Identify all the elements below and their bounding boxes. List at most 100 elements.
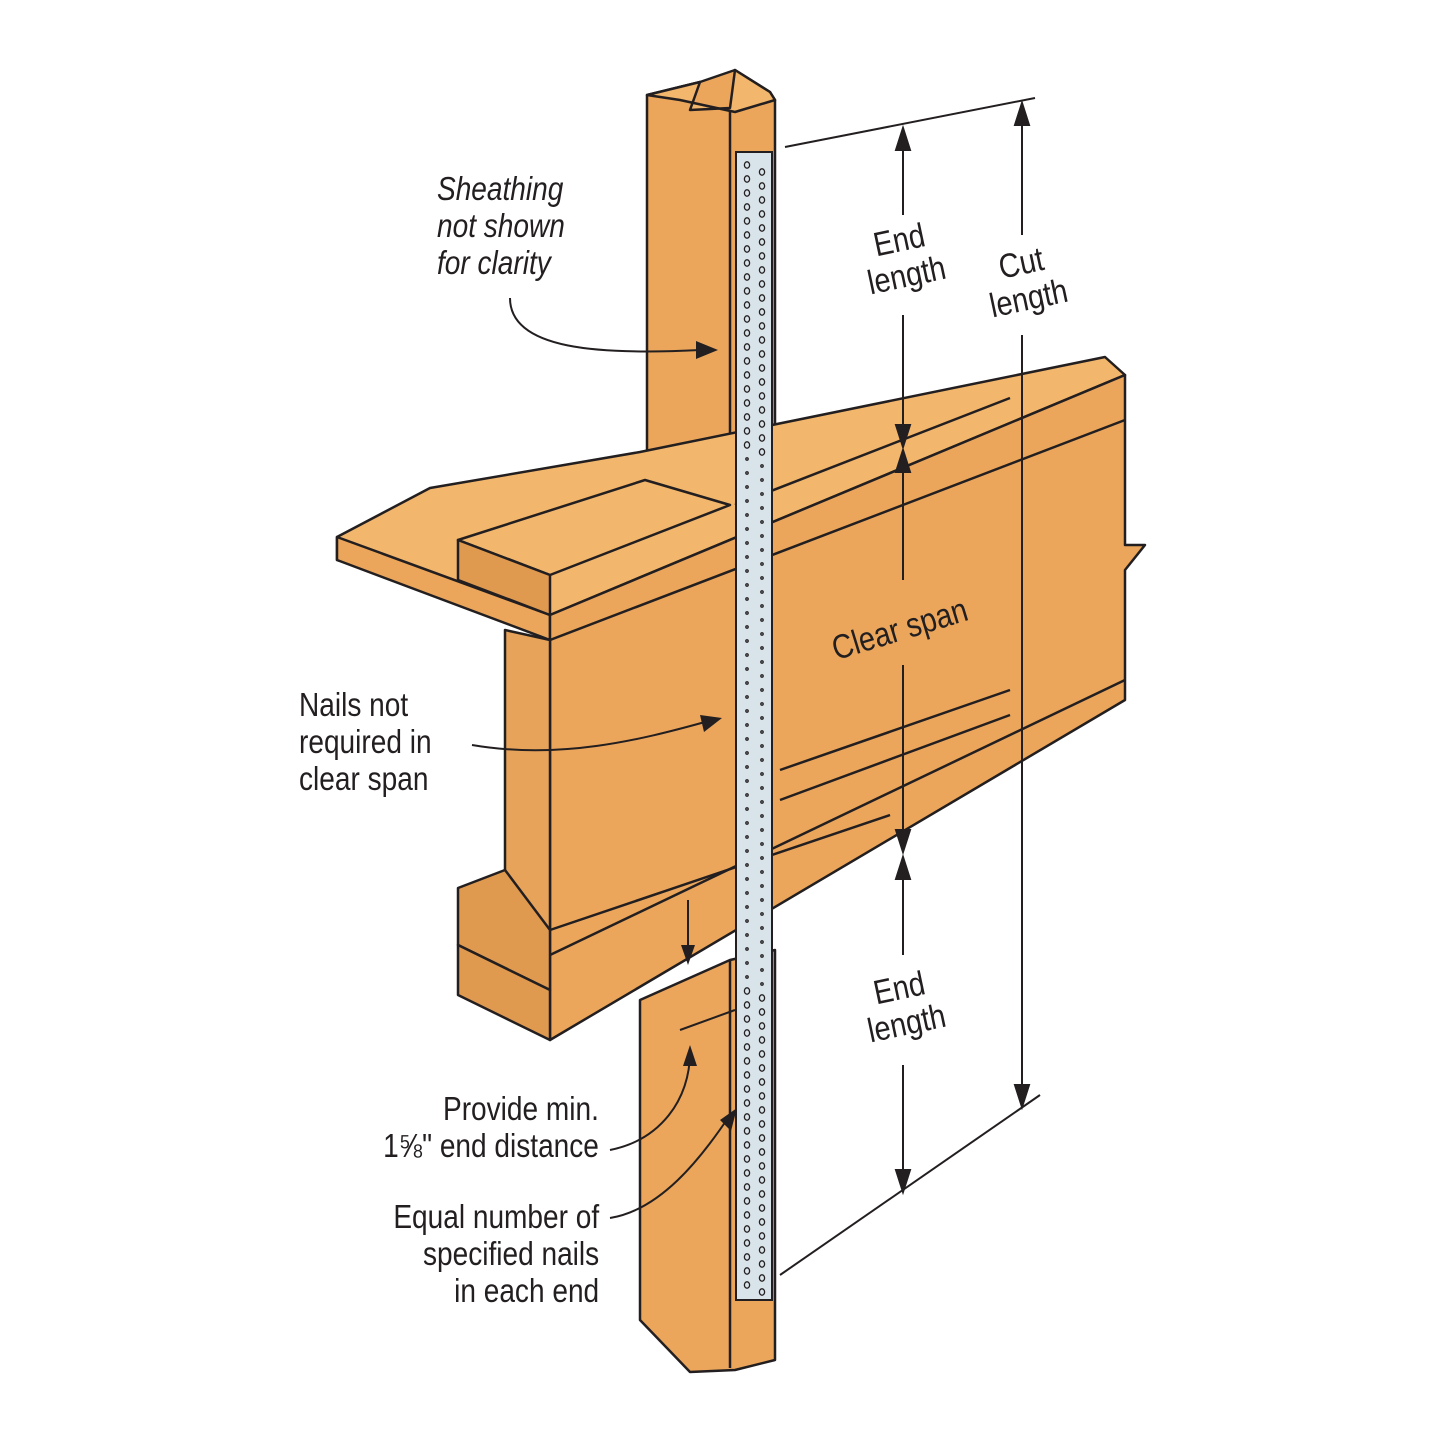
nail-hole [743, 273, 751, 281]
note-line: clear span [299, 760, 429, 797]
nail-hole [743, 385, 751, 393]
nail-hole [745, 905, 749, 909]
nail-hole [760, 520, 764, 524]
nail-hole [743, 371, 751, 379]
nail-hole [745, 695, 749, 699]
nail-hole [743, 1253, 751, 1261]
nail-hole [743, 1015, 751, 1023]
nail-hole [745, 667, 749, 671]
nail-hole [745, 639, 749, 643]
nail-hole [745, 919, 749, 923]
nail-hole [743, 203, 751, 211]
nail-hole [743, 1001, 751, 1009]
nail-hole [743, 1155, 751, 1163]
nail-hole [743, 1267, 751, 1275]
nail-hole [758, 168, 766, 176]
nail-hole [758, 196, 766, 204]
nail-hole [745, 541, 749, 545]
nail-hole [743, 441, 751, 449]
nail-hole [758, 280, 766, 288]
equal-nails-note: Equal number of specified nails in each … [393, 1198, 599, 1309]
nail-hole [758, 238, 766, 246]
nail-hole [758, 1190, 766, 1198]
note-line: not shown [437, 207, 565, 244]
nail-hole [745, 779, 749, 783]
nail-hole [758, 1162, 766, 1170]
nail-hole [745, 947, 749, 951]
nail-hole [760, 814, 764, 818]
note-line: required in [299, 723, 432, 760]
note-line: Nails not [299, 686, 409, 723]
nail-hole [760, 506, 764, 510]
nail-hole [758, 266, 766, 274]
nail-hole [758, 1274, 766, 1282]
nail-hole [745, 793, 749, 797]
nail-hole [760, 982, 764, 986]
nail-hole [743, 1085, 751, 1093]
nail-hole [760, 604, 764, 608]
nail-hole [760, 688, 764, 692]
nail-hole [758, 1204, 766, 1212]
nail-hole [760, 926, 764, 930]
nail-hole [760, 590, 764, 594]
nail-hole [745, 863, 749, 867]
nail-hole [758, 1120, 766, 1128]
nail-hole [745, 569, 749, 573]
nail-hole [745, 625, 749, 629]
nail-hole [760, 758, 764, 762]
nail-hole [743, 1043, 751, 1051]
nail-hole [743, 217, 751, 225]
nail-hole [743, 1183, 751, 1191]
nail-hole [743, 343, 751, 351]
nail-hole [760, 464, 764, 468]
note-line: for clarity [437, 244, 551, 281]
nail-hole [760, 884, 764, 888]
nail-hole [758, 1106, 766, 1114]
sheathing-note: Sheathing not shown for clarity [437, 170, 565, 281]
nail-hole [745, 555, 749, 559]
nail-hole [745, 877, 749, 881]
note-line: 1⅝" end distance [383, 1127, 599, 1164]
nail-hole [760, 534, 764, 538]
nail-hole [758, 1036, 766, 1044]
nail-hole [758, 1260, 766, 1268]
nail-hole [758, 406, 766, 414]
nail-hole [743, 245, 751, 253]
nail-hole [743, 427, 751, 435]
nail-hole [743, 1113, 751, 1121]
nail-hole [743, 1225, 751, 1233]
bottom-plate [456, 868, 552, 992]
nail-hole [745, 611, 749, 615]
nail-hole [743, 399, 751, 407]
nail-hole [760, 898, 764, 902]
nail-hole [760, 730, 764, 734]
nail-hole [743, 231, 751, 239]
nail-hole [758, 378, 766, 386]
end-distance-note: Provide min. 1⅝" end distance [383, 1090, 599, 1164]
nail-hole [760, 492, 764, 496]
nails-not-required-note: Nails not required in clear span [299, 686, 432, 797]
nail-hole [745, 975, 749, 979]
nail-hole [745, 961, 749, 965]
nail-hole [745, 527, 749, 531]
nail-hole [745, 471, 749, 475]
nail-hole [758, 1008, 766, 1016]
nail-hole [760, 562, 764, 566]
note-line: in each end [453, 1272, 599, 1309]
nail-hole [745, 765, 749, 769]
nail-hole [760, 744, 764, 748]
nail-hole [758, 1078, 766, 1086]
nail-hole [758, 308, 766, 316]
nail-hole [743, 259, 751, 267]
nail-hole [743, 1071, 751, 1079]
nail-hole [745, 891, 749, 895]
nail-hole [760, 716, 764, 720]
nail-hole [743, 1197, 751, 1205]
nail-hole [745, 849, 749, 853]
nail-hole [745, 457, 749, 461]
nail-hole [760, 618, 764, 622]
nail-hole [760, 954, 764, 958]
nail-hole [760, 632, 764, 636]
nail-hole [760, 548, 764, 552]
